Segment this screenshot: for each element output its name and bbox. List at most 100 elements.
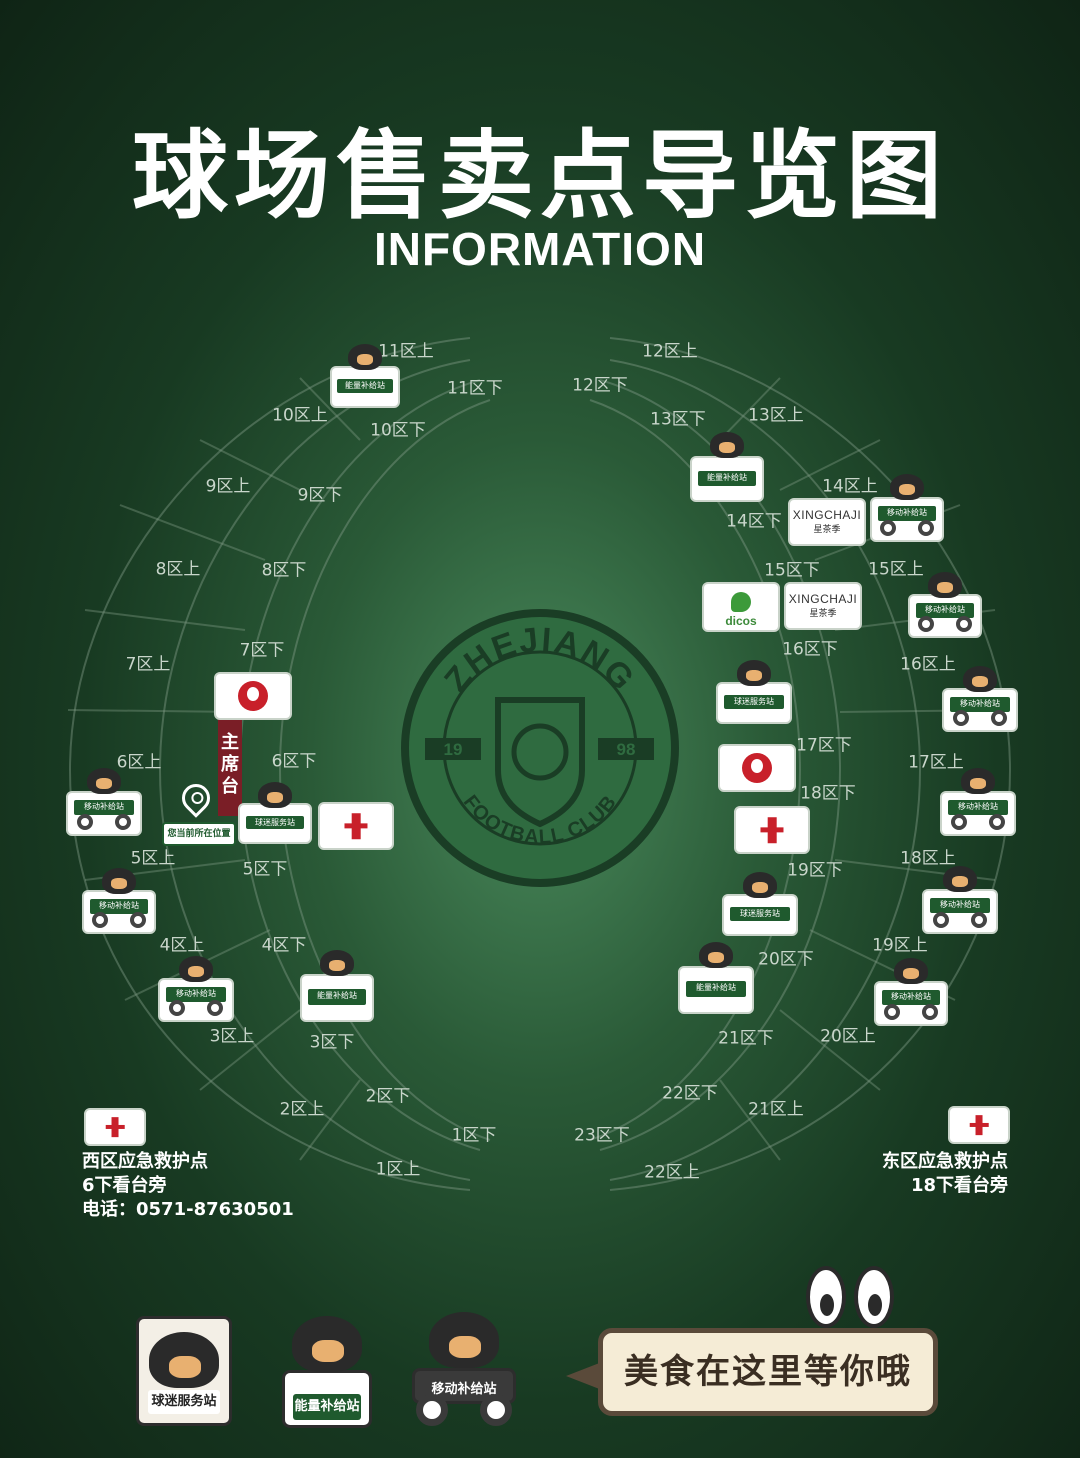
- wheel-icon: [955, 616, 972, 632]
- east-aid-location: 18下看台旁: [910, 1175, 1008, 1196]
- section-label-s14d: 14区下: [726, 511, 782, 532]
- section-label-s16d: 16区下: [782, 639, 838, 660]
- kiosk-label: 移动补给站: [947, 800, 1009, 816]
- section-label-s14u: 14区上: [822, 476, 878, 497]
- section-label-s7d: 7区下: [239, 640, 285, 661]
- section-label-s18u: 18区上: [900, 848, 956, 869]
- wheel-icon: [918, 616, 935, 632]
- wheel-icon: [917, 520, 934, 536]
- main-stand-label: 主 席 台: [218, 718, 242, 816]
- kfc-logo[interactable]: [718, 744, 796, 792]
- section-label-s3d: 3区下: [309, 1032, 355, 1053]
- mascot-icon: [102, 868, 136, 894]
- kiosk-marker-fan-service[interactable]: 球迷服务站: [238, 782, 312, 844]
- section-label-s11u: 11区上: [378, 341, 434, 362]
- kiosk-marker-energy[interactable]: 能量补给站: [678, 942, 754, 1014]
- stand-inner-ring-east: [609, 359, 922, 1181]
- dicos-logo[interactable]: dicos: [702, 582, 780, 632]
- wheel-icon: [168, 1000, 185, 1016]
- mascot-icon: [743, 872, 777, 898]
- mascot-icon: [943, 866, 977, 892]
- stand-inner-ring-west: [158, 359, 471, 1181]
- kiosk-marker-mobile[interactable]: 移动补给站: [940, 768, 1016, 836]
- dicos-leaf-icon: [731, 592, 751, 612]
- mascot-icon: [258, 782, 292, 808]
- mascot-icon: [320, 950, 354, 976]
- section-label-s2d: 2区下: [365, 1086, 411, 1107]
- section-label-s1d: 1区下: [451, 1125, 497, 1146]
- section-label-s13u: 13区上: [748, 405, 804, 426]
- kiosk-marker-mobile[interactable]: 移动补给站: [870, 474, 944, 542]
- section-label-s19d: 19区下: [787, 860, 843, 881]
- you-are-here-label: 您当前所在位置: [162, 822, 236, 846]
- kiosk-marker-mobile[interactable]: 移动补给站: [874, 958, 948, 1026]
- lower-inner-ring-west: [278, 399, 491, 1141]
- section-label-s15d: 15区下: [764, 560, 820, 581]
- kiosk-label: 移动补给站: [949, 697, 1011, 712]
- wheel-icon: [480, 1394, 512, 1426]
- kfc-logo[interactable]: [214, 672, 292, 720]
- section-label-s9d: 9区下: [297, 485, 343, 506]
- section-label-s6u: 6区上: [116, 752, 162, 773]
- wheel-icon: [880, 520, 897, 536]
- west-aid-info: 西区应急救护点 6下看台旁 电话：0571-87630501: [82, 1150, 294, 1222]
- section-label-s10u: 10区上: [272, 405, 328, 426]
- section-label-s17d: 17区下: [796, 735, 852, 756]
- kiosk-marker-mobile[interactable]: 移动补给站: [66, 768, 142, 836]
- section-label-s12d: 12区下: [572, 375, 628, 396]
- mascot-icon: [928, 572, 962, 598]
- section-label-s1u: 1区上: [375, 1159, 421, 1180]
- bubble-tail: [566, 1362, 602, 1390]
- kiosk-marker-mobile[interactable]: 移动补给站: [158, 956, 234, 1022]
- kiosk-label: 球迷服务站: [245, 816, 305, 830]
- speech-bubble: 美食在这里等你哦: [598, 1328, 938, 1416]
- section-label-s10d: 10区下: [370, 420, 426, 441]
- section-label-s21d: 21区下: [718, 1028, 774, 1049]
- section-label-s20u: 20区上: [820, 1026, 876, 1047]
- legend-mobile: 移动补给站: [412, 1310, 516, 1426]
- section-label-s22d: 22区下: [662, 1083, 718, 1104]
- section-label-s8d: 8区下: [261, 560, 307, 581]
- kiosk-label: 能量补给站: [307, 989, 367, 1006]
- page-title: 球场售卖点导览图: [132, 120, 948, 232]
- section-label-s21u: 21区上: [748, 1099, 804, 1120]
- wheel-icon: [950, 814, 967, 830]
- mascot-icon: [890, 474, 924, 500]
- kiosk-marker-mobile[interactable]: 移动补给站: [922, 866, 998, 934]
- kiosk-label: 球迷服务站: [723, 695, 785, 710]
- kiosk-marker-fan-service[interactable]: 球迷服务站: [722, 872, 798, 936]
- kiosk-label: 球迷服务站: [729, 907, 791, 922]
- wheel-icon: [115, 814, 132, 830]
- kfc-colonel-icon: [238, 681, 268, 711]
- kiosk-marker-mobile[interactable]: 移动补给站: [942, 666, 1018, 732]
- mascot-icon: [894, 958, 928, 984]
- kiosk-marker-mobile[interactable]: 移动补给站: [908, 572, 982, 638]
- stand-outer-ring-west: [68, 337, 471, 1191]
- section-label-s9u: 9区上: [205, 476, 251, 497]
- west-aid-title: 西区应急救护点: [82, 1151, 208, 1172]
- legend-fan-service: 球迷服务站: [136, 1316, 232, 1426]
- mascot-icon: [429, 1312, 499, 1368]
- section-label-s19u: 19区上: [872, 935, 928, 956]
- wheel-icon: [991, 710, 1008, 726]
- first-aid-icon[interactable]: [318, 802, 394, 850]
- badge-year-left: 19: [444, 740, 463, 759]
- kiosk-marker-energy[interactable]: 能量补给站: [300, 950, 374, 1022]
- kiosk-marker-mobile[interactable]: 移动补给站: [82, 868, 156, 934]
- kiosk-marker-fan-service[interactable]: 球迷服务站: [716, 660, 792, 724]
- west-aid-phone: 电话：0571-87630501: [82, 1199, 294, 1220]
- first-aid-icon[interactable]: [734, 806, 810, 854]
- section-label-s20d: 20区下: [758, 949, 814, 970]
- stand-outer-ring-east: [609, 337, 1012, 1191]
- kiosk-marker-energy[interactable]: 能量补给站: [330, 344, 400, 408]
- legend-energy: 能量补给站: [282, 1310, 372, 1428]
- section-label-s22u: 22区上: [644, 1162, 700, 1183]
- kiosk-label: 移动补给站: [165, 987, 227, 1002]
- section-label-s6d: 6区下: [271, 751, 317, 772]
- mascot-icon: [961, 768, 995, 794]
- kiosk-marker-energy[interactable]: 能量补给站: [690, 432, 764, 502]
- wheel-icon: [129, 912, 146, 928]
- section-label-s12u: 12区上: [642, 341, 698, 362]
